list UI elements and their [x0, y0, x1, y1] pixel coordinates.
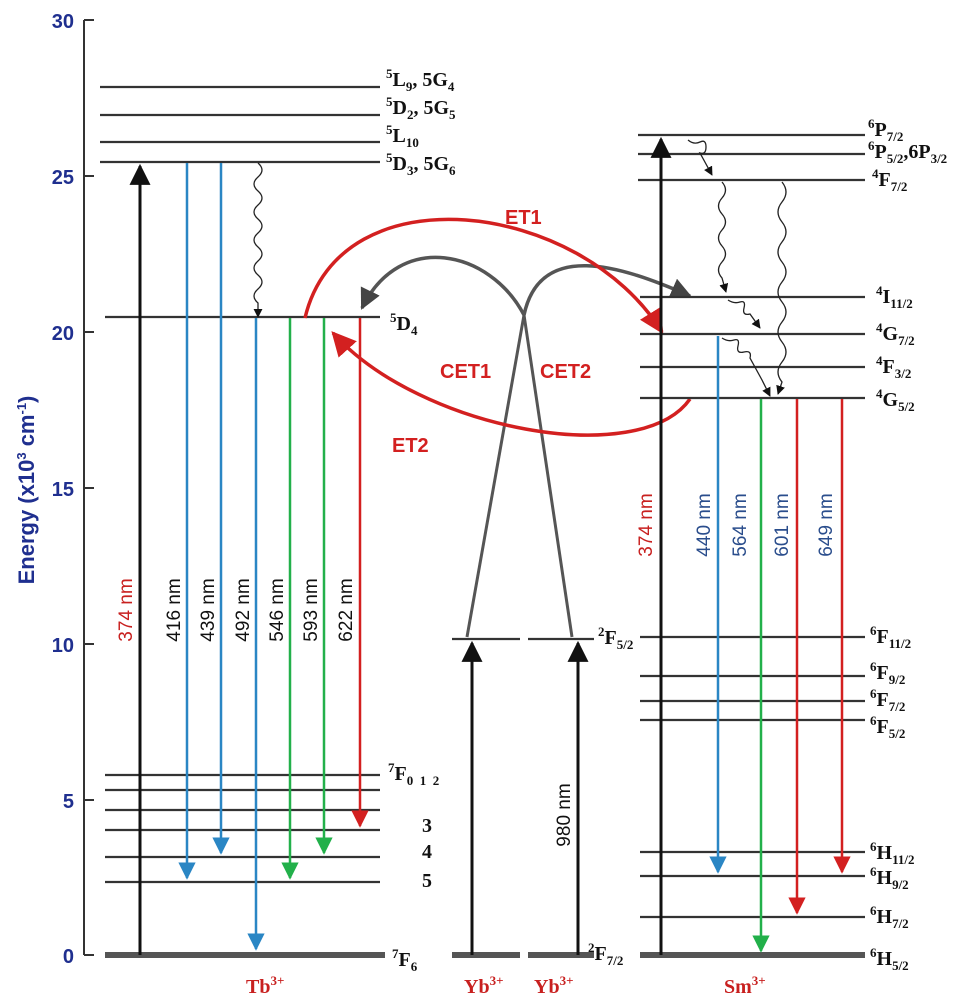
sm-emission-label-564: 564 nm [730, 493, 751, 556]
y-axis: 30 25 20 15 10 5 0 Energy (x103 cm-1) [14, 11, 94, 968]
sm-relaxation-wavy [727, 299, 761, 329]
tb-level-label-5: 5 [422, 870, 432, 892]
tb-excitation-label: 374 nm [116, 578, 137, 641]
y-tick-label: 10 [52, 635, 74, 657]
sm-relaxation-wavy [687, 139, 713, 176]
sm-excitation-label: 374 nm [636, 493, 657, 556]
yb-level-label-2F72: 2F7/2 [588, 940, 623, 968]
sm-level-label-6P72: 6P7/2 [868, 116, 903, 144]
sm-level-label-4F32: 4F3/2 [876, 353, 911, 381]
sm-levels [638, 133, 865, 958]
sm-level-label-6P52: 6P5/2,6P3/2 [868, 138, 947, 166]
et1-arrow [303, 217, 664, 335]
tb-level-label-5L9: 5L9, 5G4 [386, 66, 455, 94]
tb-level-label-4: 4 [422, 841, 432, 863]
tb-emission-label-593: 593 nm [301, 578, 322, 641]
tb-emission-label-439: 439 nm [198, 578, 219, 641]
sm-relaxation-wavy [721, 337, 771, 397]
cet1-arrow [360, 255, 526, 316]
y-tick-label: 15 [52, 479, 74, 501]
yb-levels [452, 637, 594, 958]
sm-emission-label-440: 440 nm [694, 493, 715, 556]
y-tick-label: 30 [52, 11, 74, 33]
sm-relaxation-wavy [717, 181, 729, 293]
cet-converging-line-left [465, 314, 526, 638]
tb-ion-label: Tb3+ [246, 973, 284, 998]
y-tick-label: 25 [52, 167, 74, 189]
tb-emission-label-492: 492 nm [233, 578, 254, 641]
sm-level-label-4G52: 4G5/2 [876, 386, 915, 414]
sm-level-label-4I112: 4I11/2 [876, 283, 913, 311]
sm-emission-label-649: 649 nm [816, 493, 837, 556]
tb-relaxation-wavy [253, 162, 263, 318]
cet1-label: CET1 [440, 361, 491, 383]
cet2-arrow [522, 264, 692, 316]
tb-level-label-7F012: 7F0 1 2 [388, 760, 439, 788]
sm-relaxation-wavy [776, 181, 787, 395]
sm-level-label-6H72: 6H7/2 [870, 903, 909, 931]
sm-level-label-6F92: 6F9/2 [870, 659, 905, 687]
tb-emission-label-622: 622 nm [336, 578, 357, 641]
sm-emission-label-601: 601 nm [772, 493, 793, 556]
yb1-ion-label: Yb3+ [464, 973, 504, 998]
sm-level-label-6F52: 6F5/2 [870, 713, 905, 741]
et1-label: ET1 [505, 207, 542, 229]
tb-emission-label-546: 546 nm [267, 578, 288, 641]
tb-level-label-5L10: 5L10 [386, 122, 419, 150]
y-tick-label: 0 [63, 946, 74, 968]
cet2-label: CET2 [540, 361, 591, 383]
yb-excitation-label: 980 nm [554, 783, 575, 846]
tb-level-label-3: 3 [422, 815, 432, 837]
sm-level-label-6H92: 6H9/2 [870, 864, 909, 892]
cet-converging-line-right [522, 314, 574, 638]
tb-level-label-5D2: 5D2, 5G5 [386, 94, 456, 122]
sm-level-label-4G72: 4G7/2 [876, 320, 915, 348]
yb-level-label-2F52: 2F5/2 [598, 624, 633, 652]
tb-levels [100, 85, 385, 958]
tb-level-label-5D3: 5D3, 5G6 [386, 150, 456, 178]
tb-emission-label-416: 416 nm [164, 578, 185, 641]
sm-level-label-6F112: 6F11/2 [870, 623, 911, 651]
tb-level-label-7F6: 7F6 [392, 946, 418, 974]
sm-level-label-6H52: 6H5/2 [870, 945, 909, 973]
y-tick-label: 5 [63, 791, 74, 813]
sm-ion-label: Sm3+ [724, 973, 766, 998]
y-axis-title: Energy (x103 cm-1) [14, 396, 39, 585]
et2-label: ET2 [392, 435, 429, 457]
y-tick-label: 20 [52, 323, 74, 345]
sm-level-label-4F72: 4F7/2 [872, 166, 907, 194]
sm-level-label-6F72: 6F7/2 [870, 686, 905, 714]
yb2-ion-label: Yb3+ [534, 973, 574, 998]
tb-level-label-5D4: 5D4 [390, 310, 418, 338]
sm-level-label-6H112: 6H11/2 [870, 839, 914, 867]
